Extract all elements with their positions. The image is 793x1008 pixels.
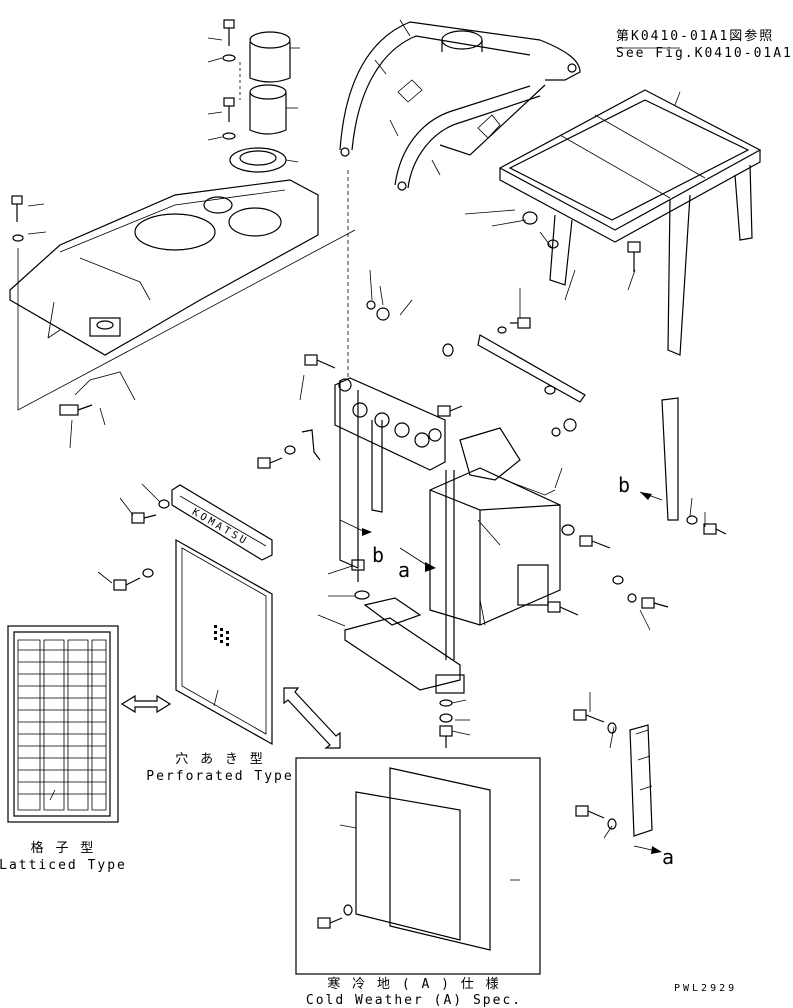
marker-a-right: a <box>662 845 675 869</box>
reference-label-en: See Fig.K0410-01A1 <box>616 46 793 61</box>
cross-beam <box>334 377 446 471</box>
marker-b-right: b <box>618 473 631 497</box>
cold-weather-box <box>295 757 541 975</box>
right-detail-a <box>573 709 662 854</box>
latticed-type-label-en: Latticed Type <box>0 858 127 873</box>
cold-weather-label-jp: 寒 冷 地 ( A ) 仕 様 <box>327 977 501 992</box>
latticed-type-label-jp: 格 子 型 <box>30 841 96 856</box>
perforated-type-label-en: Perforated Type <box>146 769 294 784</box>
arrow-a-center <box>425 562 436 572</box>
marker-a-center: a <box>398 558 411 582</box>
double-arrow-latticed[interactable] <box>120 694 172 714</box>
main-box-frame <box>429 467 561 694</box>
lower-cylinder-part <box>249 84 298 135</box>
perforated-panel <box>175 538 273 746</box>
vertical-column <box>339 170 383 569</box>
perforated-type-label-jp: 穴 あ き 型 <box>175 752 265 767</box>
canopy-roof <box>498 47 762 356</box>
drawing-code: PWL2929 <box>674 983 738 994</box>
hood-bracket-lines <box>17 229 356 449</box>
double-arrow-cold[interactable] <box>283 687 341 749</box>
side-bracket <box>459 427 556 496</box>
fasteners <box>113 211 727 748</box>
hood-cover-panel <box>9 179 319 356</box>
cold-weather-label-en: Cold Weather (A) Spec. <box>305 993 523 1008</box>
exploded-parts-diagram <box>7 19 762 975</box>
right-detail-b <box>639 397 679 521</box>
arrow-b-center <box>362 528 372 536</box>
latticed-panel <box>7 625 119 823</box>
marker-b-center: b <box>372 543 385 567</box>
flange-ring-part <box>229 147 299 173</box>
top-bolt-stack <box>207 19 241 141</box>
lower-step-rail <box>344 597 461 691</box>
reference-label-jp: 第K0410-01A1図参照 <box>616 29 775 44</box>
rod-part <box>477 334 586 403</box>
leader-lines <box>47 19 706 839</box>
nameplate <box>171 484 273 561</box>
upper-cylinder-part <box>249 31 300 83</box>
rops-frame <box>339 21 581 191</box>
